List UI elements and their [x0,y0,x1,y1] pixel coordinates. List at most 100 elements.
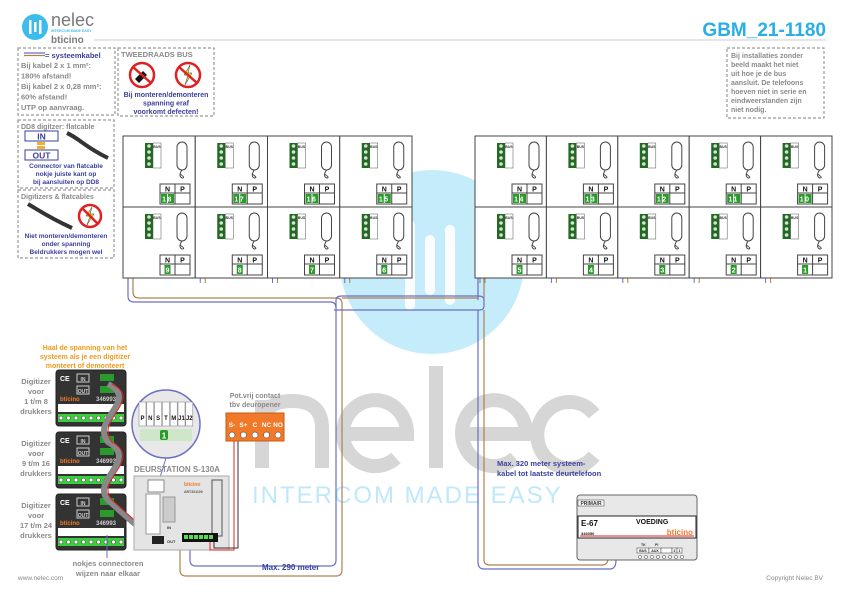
p-label: P [604,187,609,194]
n-label: N [165,187,170,194]
psu-terminal-label: BUS [639,549,647,553]
bus-label: BUS [226,145,234,149]
door-station-out: OUT [167,539,176,544]
warning-line: monteert of demonteert [46,363,125,370]
dd8-note-line: Connector van flatcable [29,163,103,170]
button-number: 8 [238,268,242,275]
relay-terminal-label: S- [229,422,236,429]
handset-icon [176,141,188,179]
bus-label: BUS [153,216,161,220]
dd8-in-label: IN [37,132,46,142]
relay-title-line: Pot.vrij contact [230,393,281,400]
bus-label: BUS [648,145,656,149]
digitizer-label-line: voor [28,449,44,458]
door-station-terminal-label: J1 [178,416,185,422]
watermark-brand-lettering [255,366,600,475]
bus-terminal-block: BUS [497,213,513,240]
bus-terminal-block: BUS [639,142,656,169]
selected-terminal: 1 [162,432,167,441]
bus-label: BUS [298,216,306,220]
digitizer-label-line: 1 t/m 8 [24,397,48,406]
dd8-note-line: nokje juiste kant op [36,171,97,178]
psu-terminal-label: 1 [679,549,681,553]
bus-terminal-block: BUS [217,213,234,240]
n-label: N [588,187,593,194]
p-label: P [325,187,330,194]
bus-note-line: spanning eraf [143,101,190,108]
n-label: N [803,187,808,194]
p-label: P [252,258,257,265]
ce-mark: CE [60,376,70,383]
n-label: N [660,258,665,265]
bus-terminal-block: BUS [497,142,513,169]
p-label: P [746,187,751,194]
note-digitizers-flatcables: Digitizers & flatcables Niet monteren/de… [17,189,115,259]
door-station-terminal-label: P [140,416,144,422]
p-label: P [675,187,680,194]
bus-label: BUS [370,145,378,149]
psu-model: E-67 [581,519,598,528]
handset-icon [599,212,611,250]
handset-icon [528,141,540,179]
p-label: P [604,258,609,265]
digitizer-code: 346993 [96,397,117,403]
button-number: 12 [657,197,668,204]
in-label: IN [81,501,86,507]
door-station-terminal-label: M [171,416,176,422]
bus-terminal-block: BUS [782,142,799,169]
n-label: N [382,187,387,194]
in-label: IN [81,439,86,445]
door-station-title: DEURSTATION S-130A [134,465,220,474]
ce-mark: CE [60,438,70,445]
psu-terminal-label: AUX [651,549,659,553]
handset-icon [248,141,260,179]
handset-icon [599,141,611,179]
digitizer-brand: bticino [60,459,80,465]
digitizer-note-line: Niet monteren/demonteren [25,233,108,240]
bus-terminal-block: BUS [289,142,306,169]
distance-320: Max. 320 meter systeem-kabel tot laatste… [497,459,602,478]
n-label: N [731,258,736,265]
handset-icon [742,212,754,250]
psu-primary-label: PRIMAIR [580,501,602,507]
info-note-line: hoeven niet in serie en [731,89,806,96]
door-station-model: ART331100 [184,490,203,494]
button-number: 5 [518,268,522,275]
info-note-line: uit hoe je de bus [731,71,786,78]
door-station-in: IN [167,525,171,530]
relay-terminal-label: NC [262,422,272,429]
note-dd8-flatcable: DD8 digitzer: flatcable IN OUT Connector… [17,119,115,189]
out-label: OUT [78,451,89,457]
connector-note-line: wijzen naar elkaar [75,569,140,578]
note-systeemkabel: = systeemkabel Bij kabel 2 x 1 mm²:180% … [17,47,116,116]
watermark-tagline: INTERCOM MADE EASY [252,482,563,509]
relay-terminal-label: S+ [239,422,247,429]
bus-label: BUS [577,145,585,149]
handset-icon [814,212,826,250]
psu-name: VOEDING [636,519,669,526]
no-voltage-icon [77,203,103,229]
button-number: 15 [379,197,390,204]
flatcable [101,381,162,543]
digitizer-label-line: drukkers [20,469,52,478]
door-station-brand: bticino [184,482,200,488]
website[interactable]: www.nelec.com [17,575,63,582]
bus-label: BUS [791,145,799,149]
flatcable-icon [66,131,109,160]
handset-icon [321,212,332,250]
cable-note-line: Bij kabel 2 x 0,28 mm²: [21,82,101,91]
n-label: N [803,258,808,265]
